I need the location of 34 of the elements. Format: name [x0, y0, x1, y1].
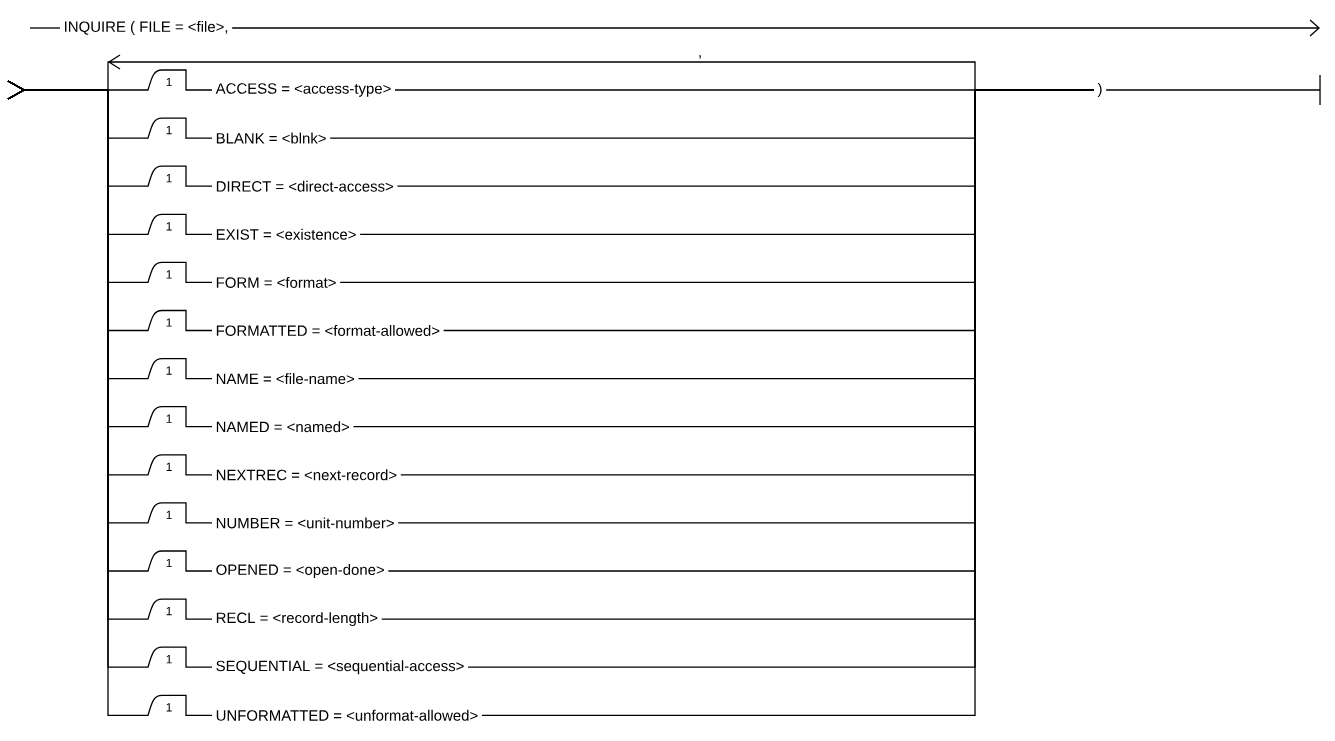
option-text: FORM = <format>	[216, 276, 336, 288]
repeat-count: 1	[166, 174, 172, 183]
repeat-count: 1	[166, 510, 172, 519]
option-text: NAMED = <named>	[216, 421, 350, 433]
track-line	[1105, 89, 1321, 91]
repeat-count: 1	[166, 366, 172, 375]
repeat-count: 1	[166, 270, 172, 279]
repeat-count: 1	[166, 558, 172, 568]
repeat-count: 1	[166, 318, 172, 327]
repeat-count: 1	[166, 607, 172, 616]
option-text: NAME = <file-name>	[216, 373, 355, 385]
repeat-count: 1	[166, 126, 172, 135]
option-text: FORMATTED = <format-allowed>	[216, 325, 440, 336]
option-text: BLANK = <blnk>	[216, 132, 326, 144]
track-line	[231, 19, 1320, 37]
option-text: OPENED = <open-done>	[216, 564, 384, 578]
option-text: RECL = <record-length>	[216, 612, 378, 627]
track-line	[29, 27, 61, 29]
option-text: DIRECT = <direct-access>	[216, 180, 394, 192]
option-text: EXIST = <existence>	[216, 228, 356, 240]
comma-label: ,	[695, 53, 705, 61]
repeat-count: 1	[166, 462, 172, 471]
statement-text: INQUIRE ( FILE = <file>,	[65, 21, 228, 35]
option-text: SEQUENTIAL = <sequential-access>	[216, 660, 464, 675]
option-text: UNFORMATTED = <unformat-allowed>	[216, 709, 478, 721]
closing-paren: )	[1097, 83, 1102, 97]
repeat-count: 1	[166, 414, 172, 423]
option-text: NEXTREC = <next-record>	[216, 469, 397, 481]
repeat-count: 1	[166, 77, 172, 87]
repeat-count: 1	[166, 222, 172, 231]
repeat-count: 1	[166, 655, 172, 664]
option-text: NUMBER = <unit-number>	[216, 517, 394, 529]
option-text: ACCESS = <access-type>	[215, 83, 391, 97]
repeat-count: 1	[166, 703, 172, 712]
